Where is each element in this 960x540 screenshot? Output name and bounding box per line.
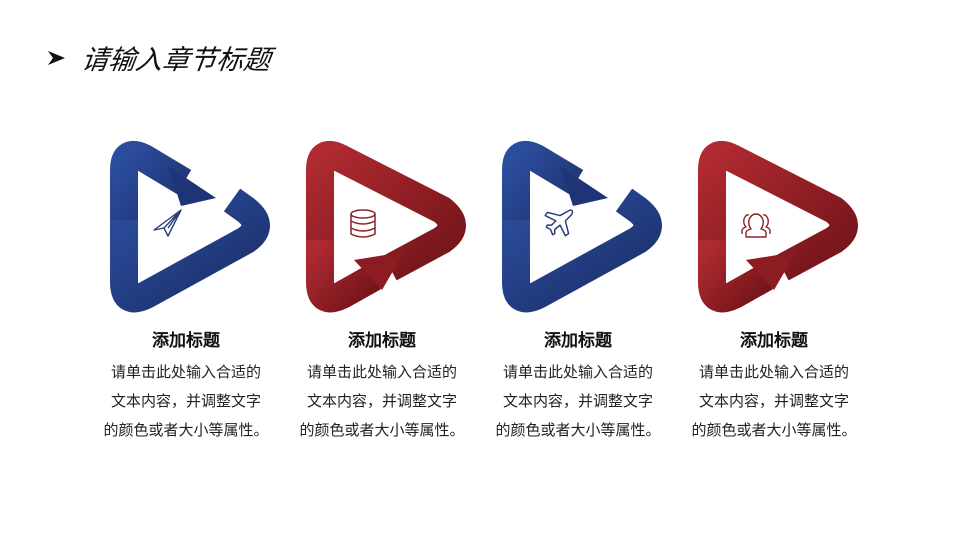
- card-title[interactable]: 添加标题: [152, 331, 220, 351]
- desc-line: 的颜色或者大小等属性。: [691, 421, 857, 439]
- desc-line: 请单击此处输入合适的: [502, 363, 653, 381]
- desc-line: 请单击此处输入合适的: [306, 363, 457, 381]
- card-description[interactable]: 请单击此处输入合适的 文本内容，并调整文字 的颜色或者大小等属性。: [66, 358, 306, 445]
- card-title[interactable]: 添加标题: [740, 331, 808, 351]
- card-description[interactable]: 请单击此处输入合适的 文本内容，并调整文字 的颜色或者大小等属性。: [262, 358, 502, 445]
- database-icon: [350, 209, 376, 238]
- section-title[interactable]: 请输入章节标题: [79, 45, 273, 76]
- card-description[interactable]: 请单击此处输入合适的 文本内容，并调整文字 的颜色或者大小等属性。: [458, 358, 698, 445]
- card-title[interactable]: 添加标题: [544, 331, 612, 351]
- card-description[interactable]: 请单击此处输入合适的 文本内容，并调整文字 的颜色或者大小等属性。: [654, 358, 894, 445]
- section-header: 请输入章节标题: [46, 38, 273, 77]
- desc-line: 的颜色或者大小等属性。: [495, 421, 661, 439]
- desc-line: 文本内容，并调整文字: [110, 392, 261, 410]
- red-cycle-triangle-shape: [698, 141, 858, 313]
- desc-line: 请单击此处输入合适的: [698, 363, 849, 381]
- desc-line: 文本内容，并调整文字: [502, 392, 653, 410]
- desc-line: 文本内容，并调整文字: [698, 392, 849, 410]
- arrowhead-bullet-icon: [48, 50, 65, 65]
- desc-line: 请单击此处输入合适的: [110, 363, 261, 381]
- desc-line: 的颜色或者大小等属性。: [299, 421, 465, 439]
- airplane-icon: [544, 209, 574, 237]
- users-icon: [741, 213, 771, 238]
- desc-line: 文本内容，并调整文字: [306, 392, 457, 410]
- card-title[interactable]: 添加标题: [348, 331, 416, 351]
- red-cycle-triangle-shape: [306, 141, 466, 313]
- desc-line: 的颜色或者大小等属性。: [103, 421, 269, 439]
- paper-plane-icon: [153, 209, 182, 237]
- blue-cycle-triangle-shape: [502, 141, 662, 313]
- blue-cycle-triangle-shape: [110, 141, 270, 313]
